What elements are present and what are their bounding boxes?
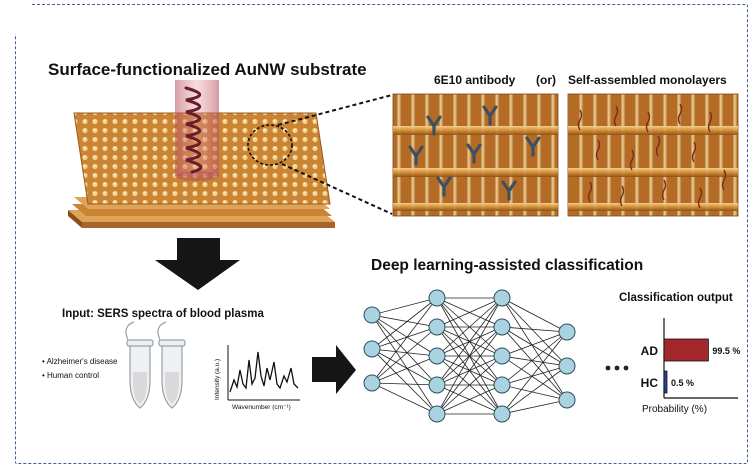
- nn-node: [363, 306, 381, 324]
- nn-node: [558, 323, 576, 341]
- nn-connection: [436, 384, 503, 415]
- nn-node: [363, 340, 381, 358]
- nn-connection: [501, 331, 568, 415]
- nn-connection: [501, 399, 568, 415]
- nn-connection: [371, 297, 438, 316]
- nn-connection: [501, 297, 568, 367]
- bar-value-label: 0.5 %: [671, 378, 694, 388]
- nn-connection: [371, 382, 438, 386]
- nn-connection: [371, 382, 438, 415]
- nn-connection: [436, 355, 503, 415]
- bar-category-label: HC: [641, 376, 659, 390]
- nn-connection: [436, 297, 503, 386]
- nn-node: [428, 347, 446, 365]
- nn-connection: [501, 326, 568, 401]
- nn-connection: [371, 348, 438, 415]
- nn-node: [558, 391, 576, 409]
- nn-node: [363, 374, 381, 392]
- inset-monolayers: [567, 93, 739, 217]
- nn-connection: [371, 297, 438, 350]
- nn-connection: [501, 297, 568, 333]
- nn-connection: [501, 331, 568, 386]
- nn-connection: [501, 326, 568, 333]
- bar-hc: [663, 370, 668, 394]
- nn-connection: [371, 314, 438, 415]
- output-xlabel: Probability (%): [642, 404, 708, 415]
- inset-antibody-title: 6E10 antibody: [434, 73, 516, 87]
- nn-node: [428, 405, 446, 423]
- nn-connection: [371, 326, 438, 384]
- inset-antibody: [392, 93, 559, 217]
- nn-connection: [371, 326, 438, 350]
- nn-node: [428, 289, 446, 307]
- bullet-item: • Alzheimer's disease: [42, 357, 118, 366]
- nn-connection: [371, 314, 438, 328]
- down-arrow-icon: [155, 238, 240, 290]
- substrate-title: Surface-functionalized AuNW substrate: [48, 60, 367, 79]
- bullet-list: • Alzheimer's disease • Human control: [42, 355, 117, 383]
- nn-connection: [501, 365, 568, 415]
- inset-monolayers-title: Self-assembled monolayers: [568, 73, 727, 87]
- inset-or-label: (or): [536, 73, 556, 87]
- nn-connection: [436, 297, 503, 328]
- panel-label: [0, 0, 30, 34]
- nn-connection: [501, 355, 568, 367]
- nn-connection: [501, 365, 568, 386]
- output-title: Classification output: [619, 292, 733, 304]
- ellipsis-dots: [605, 365, 629, 371]
- spectrum-plot: [227, 345, 300, 401]
- nn-node: [493, 405, 511, 423]
- nn-node: [493, 347, 511, 365]
- neural-network: [363, 289, 576, 423]
- bullet-ad-label: Alzheimer's disease: [46, 357, 118, 366]
- nn-connection: [371, 348, 438, 386]
- nn-connection: [371, 355, 438, 384]
- nn-connection: [436, 297, 503, 415]
- classification-bar-chart: AD 99.5 % HC 0.5 %: [641, 318, 740, 399]
- nn-node: [493, 376, 511, 394]
- laser-beam: [175, 80, 219, 181]
- zoom-callout: [247, 94, 393, 215]
- nn-node: [428, 376, 446, 394]
- input-title: Input: SERS spectra of blood plasma: [62, 308, 264, 320]
- nn-node: [558, 357, 576, 375]
- nn-node: [428, 318, 446, 336]
- sample-tubes: [125, 321, 186, 409]
- nn-connection: [501, 331, 568, 357]
- nn-connection: [371, 314, 438, 386]
- bullet-item: • Human control: [42, 371, 100, 380]
- nn-connection: [501, 326, 568, 367]
- nn-connection: [371, 297, 438, 384]
- bar-ad: [663, 338, 709, 362]
- nn-connection: [501, 355, 568, 401]
- nn-node: [493, 318, 511, 336]
- bar-value-label: 99.5 %: [712, 346, 740, 356]
- spectrum-xlabel: Wavenumber (cm⁻¹): [232, 404, 291, 411]
- nn-connection: [501, 384, 568, 401]
- bar-category-label: AD: [641, 344, 659, 358]
- spectrum-ylabel: Intensity (a.u.): [214, 358, 221, 400]
- nn-connection: [436, 326, 503, 415]
- nn-connection: [436, 297, 503, 357]
- nn-connection: [371, 348, 438, 357]
- classification-title: Deep learning-assisted classification: [371, 257, 644, 274]
- right-arrow-icon: [312, 345, 356, 394]
- nn-connection: [501, 297, 568, 401]
- nn-node: [493, 289, 511, 307]
- nn-connection: [371, 314, 438, 357]
- bullet-hc-label: Human control: [47, 371, 100, 380]
- figure-frame: [15, 4, 748, 464]
